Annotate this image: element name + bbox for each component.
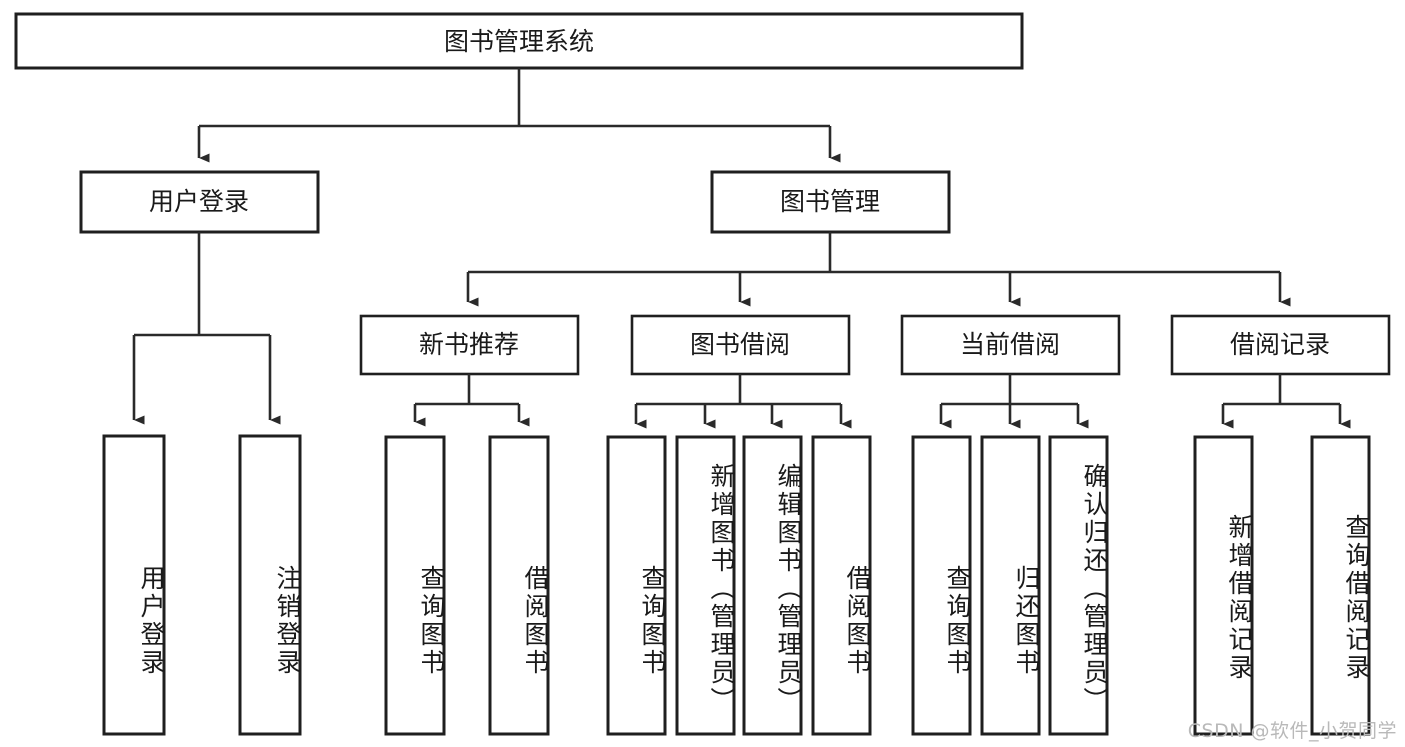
node-borrow-record[interactable]: 借阅记录	[1170, 314, 1391, 376]
connector-current-borrow-to-leaves	[939, 374, 1089, 429]
leaf-user-login-box	[102, 434, 166, 736]
node-user-login-box	[79, 170, 320, 234]
leaf-confirm-return[interactable]	[1048, 435, 1109, 736]
leaf-query-book-3[interactable]	[911, 435, 972, 736]
connector-new-book-rec-to-leaves	[413, 374, 530, 427]
node-new-book-rec-label: 新书推荐	[419, 330, 519, 359]
leaf-borrow-book-2-box	[811, 435, 872, 736]
node-new-book-rec-box	[359, 314, 580, 376]
node-root-box	[14, 12, 1024, 70]
leaf-edit-book[interactable]	[742, 435, 803, 736]
node-current-borrow-box	[900, 314, 1121, 376]
leaf-query-book-3-box	[911, 435, 972, 736]
leaf-user-logout-box	[238, 434, 302, 736]
node-book-borrow[interactable]: 图书借阅	[630, 314, 851, 376]
leaf-borrow-book-1[interactable]	[488, 435, 550, 736]
leaf-add-record-box	[1193, 435, 1254, 736]
node-current-borrow[interactable]: 当前借阅	[900, 314, 1121, 376]
connector-root-to-level2	[197, 68, 841, 163]
node-user-login-label: 用户登录	[149, 187, 249, 216]
leaf-user-logout[interactable]	[238, 434, 302, 736]
connector-user-login-to-leaves	[132, 232, 281, 425]
node-borrow-record-label: 借阅记录	[1230, 330, 1330, 359]
leaf-add-book[interactable]	[675, 435, 736, 736]
connector-book-borrow-to-leaves	[634, 374, 852, 429]
leaf-user-login[interactable]	[102, 434, 166, 736]
node-current-borrow-label: 当前借阅	[960, 330, 1060, 359]
leaf-edit-book-box	[742, 435, 803, 736]
leaf-add-book-box	[675, 435, 736, 736]
node-book-manage-label: 图书管理	[780, 187, 880, 216]
connector-book-manage-to-level3	[466, 232, 1291, 307]
leaf-query-record[interactable]	[1310, 435, 1371, 736]
leaf-borrow-book-1-box	[488, 435, 550, 736]
leaf-query-record-box	[1310, 435, 1371, 736]
node-root[interactable]: 图书管理系统	[14, 12, 1024, 70]
csdn-watermark: CSDN @软件_小贺同学	[1187, 720, 1397, 742]
connector-borrow-record-to-leaves	[1221, 374, 1351, 429]
node-root-label: 图书管理系统	[444, 27, 594, 56]
leaf-return-book-box	[980, 435, 1041, 736]
node-book-borrow-label: 图书借阅	[690, 330, 790, 359]
leaf-borrow-book-2[interactable]	[811, 435, 872, 736]
node-book-manage[interactable]: 图书管理	[710, 170, 951, 234]
leaf-query-book-2-box	[606, 435, 667, 736]
node-new-book-rec[interactable]: 新书推荐	[359, 314, 580, 376]
leaf-add-record[interactable]	[1193, 435, 1254, 736]
leaf-confirm-return-box	[1048, 435, 1109, 736]
leaf-query-book-2[interactable]	[606, 435, 667, 736]
node-user-login[interactable]: 用户登录	[79, 170, 320, 234]
leaf-query-book-1[interactable]	[384, 435, 446, 736]
leaf-query-book-1-box	[384, 435, 446, 736]
leaf-return-book[interactable]	[980, 435, 1041, 736]
